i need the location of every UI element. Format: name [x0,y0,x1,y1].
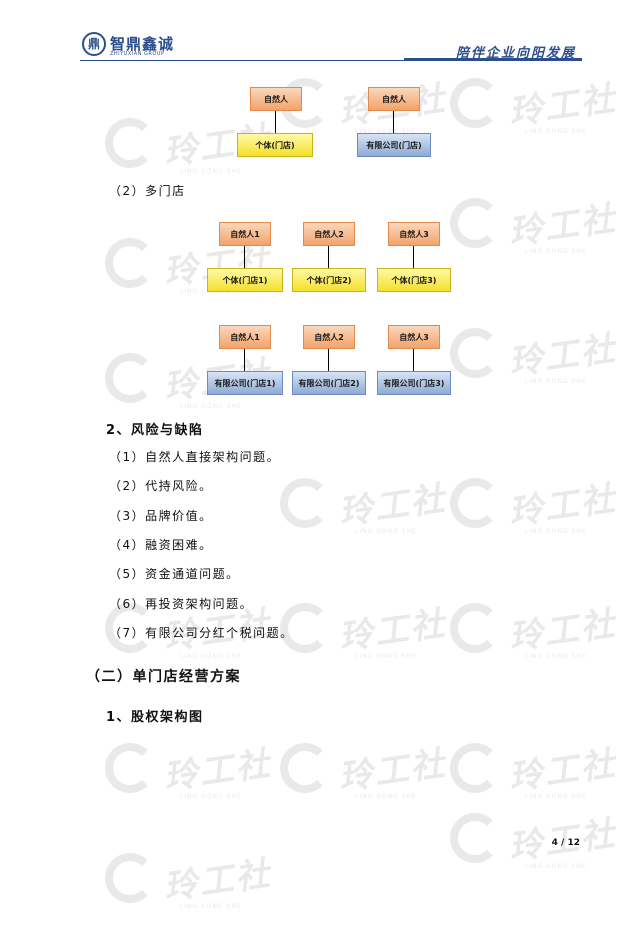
list-item: （5）资金通道问题。 [109,567,240,581]
diagram-entity-box: 有限公司(门店2) [292,371,366,395]
watermark-subtext: LING GONG SHE [355,653,417,660]
watermark-text: 玲工社 [336,743,449,799]
watermark-subtext: LING GONG SHE [180,168,242,175]
diagram-person-box: 自然人 [250,87,302,111]
watermark-subtext: LING GONG SHE [525,248,587,255]
watermark-subtext: LING GONG SHE [525,653,587,660]
diagram-entity-box: 有限公司(门店3) [377,371,451,395]
subheading-multi-store: （2）多门店 [109,184,186,198]
watermark-text: 玲工社 [161,853,274,909]
watermark-text: 玲工社 [336,603,449,659]
watermark-text: 玲工社 [506,478,619,534]
connector-line [328,246,329,268]
watermark-text: 玲工社 [506,78,619,134]
diagram-entity-box: 个体(门店1) [207,268,283,292]
watermark-logo-icon [450,328,500,378]
watermark-subtext: LING GONG SHE [525,128,587,135]
connector-line [275,111,276,133]
watermark-logo-icon [450,743,500,793]
watermark-logo-icon [105,118,155,168]
section-title: （二）单门店经营方案 [86,669,241,685]
watermark-text: 玲工社 [506,328,619,384]
list-item: （7）有限公司分红个税问题。 [109,626,294,640]
watermark-logo-icon [450,478,500,528]
watermark-logo-icon [450,78,500,128]
list-item: （1）自然人直接架构问题。 [109,450,281,464]
section-heading-risk: 2、风险与缺陷 [106,423,204,438]
connector-line [413,246,414,268]
list-item: （2）代持风险。 [109,479,213,493]
header-accent-bar [404,58,582,61]
watermark-logo-icon [280,743,330,793]
watermark-subtext: LING GONG SHE [525,528,587,535]
watermark-logo-icon [280,478,330,528]
watermark-logo-icon [105,853,155,903]
watermark-logo-icon [450,603,500,653]
connector-line [244,246,245,268]
diagram-person-box: 自然人2 [303,222,355,246]
diagram-entity-box: 个体(门店3) [377,268,451,292]
watermark-subtext: LING GONG SHE [180,403,242,410]
connector-line [393,111,394,133]
watermark-subtext: LING GONG SHE [525,378,587,385]
connector-line [244,349,245,371]
diagram-person-box: 自然人 [368,87,420,111]
watermark-logo-icon [105,743,155,793]
header-slogan: 陪伴企业向阳发展 [455,46,576,61]
diagram-entity-box: 有限公司(门店1) [207,371,283,395]
watermark-text: 玲工社 [336,478,449,534]
watermark-text: 玲工社 [506,198,619,254]
diagram-entity-box: 有限公司(门店) [357,133,431,157]
watermark-subtext: LING GONG SHE [180,793,242,800]
watermark-logo-icon [105,353,155,403]
diagram-person-box: 自然人3 [388,222,440,246]
diagram-entity-box: 个体(门店) [237,133,313,157]
logo-icon: 鼎 [82,32,106,56]
diagram-person-box: 自然人1 [219,222,271,246]
watermark-text: 玲工社 [506,603,619,659]
logo-subtext: ZHIYUXIAN GROUP [110,51,165,57]
list-item: （4）融资困难。 [109,538,213,552]
logo-text: 智鼎鑫诚 [110,35,175,53]
watermark-logo-icon [450,198,500,248]
watermark-subtext: LING GONG SHE [355,793,417,800]
watermark-subtext: LING GONG SHE [180,903,242,910]
page-number: 4 / 12 [551,838,580,848]
watermark-text: 玲工社 [161,743,274,799]
connector-line [413,349,414,371]
diagram-person-box: 自然人3 [388,325,440,349]
header-divider [80,60,582,61]
diagram-person-box: 自然人2 [303,325,355,349]
watermark-logo-icon [450,813,500,863]
list-item: （3）品牌价值。 [109,509,213,523]
watermark-subtext: LING GONG SHE [525,863,587,870]
watermark-subtext: LING GONG SHE [180,653,242,660]
diagram-person-box: 自然人1 [219,325,271,349]
connector-line [328,349,329,371]
watermark-logo-icon [105,238,155,288]
diagram-entity-box: 个体(门店2) [292,268,366,292]
watermark-text: 玲工社 [506,743,619,799]
list-item: （6）再投资架构问题。 [109,597,254,611]
section-subtitle: 1、股权架构图 [106,710,204,725]
watermark-subtext: LING GONG SHE [525,793,587,800]
watermark-subtext: LING GONG SHE [355,528,417,535]
